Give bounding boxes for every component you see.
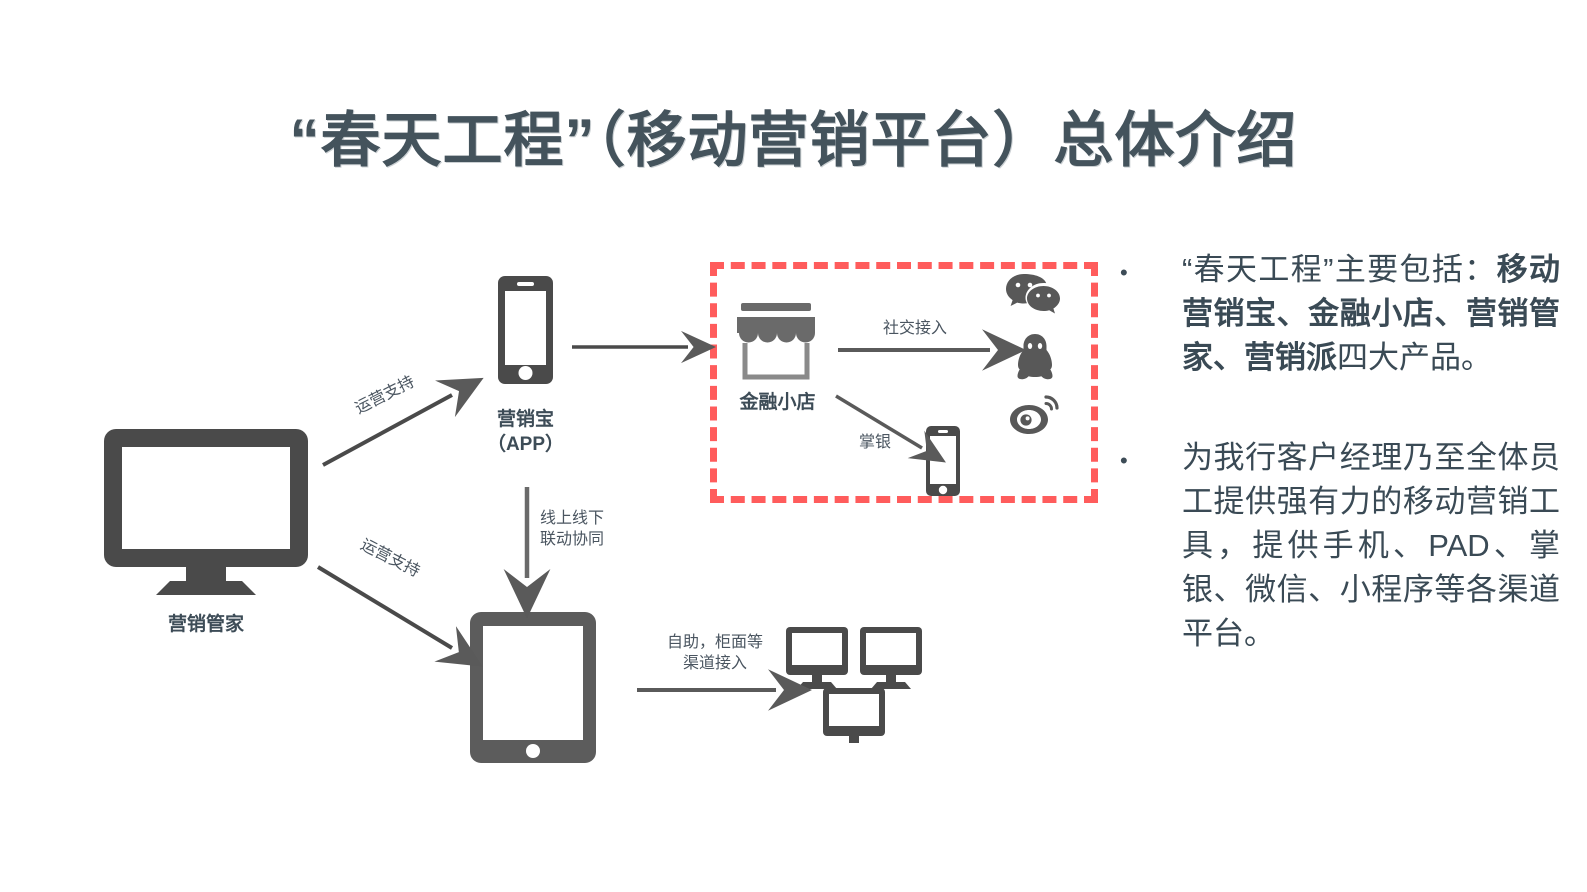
label-marketing-bao-app: （APP）: [486, 434, 565, 455]
label-ops-support-bottom: 运营支持: [357, 536, 423, 581]
monitor-cluster-icon: [786, 627, 922, 743]
summary-panel: • “春天工程”主要包括：移动营销宝、金融小店、营销管家、营销派四大产品。 • …: [1120, 248, 1560, 712]
label-marketing-bao: 营销宝: [496, 409, 554, 430]
wechat-icon: [1005, 272, 1061, 318]
label-marketing-manager: 营销管家: [167, 614, 244, 635]
bullet-marker: •: [1120, 260, 1128, 285]
list-item: • 为我行客户经理乃至全体员工提供强有力的移动营销工具，提供手机、PAD、掌银、…: [1120, 436, 1560, 656]
bullet-1-seg-1: 移动营销宝、金融小店、营销管家、营销派: [1182, 252, 1561, 375]
bullet-text-1: “春天工程”主要包括：移动营销宝、金融小店、营销管家、营销派四大产品。: [1182, 248, 1560, 380]
label-channel-access-2: 渠道接入: [682, 655, 747, 672]
weibo-icon: [1008, 395, 1060, 439]
label-ops-support-top: 运营支持: [352, 373, 418, 418]
highlight-dashed-box: [710, 262, 1098, 503]
label-financial-shop: 金融小店: [739, 392, 816, 413]
tablet-icon: [468, 610, 598, 765]
label-channel-access-1: 自助，柜面等: [666, 634, 763, 651]
qq-penguin-icon: [1015, 333, 1055, 381]
label-online-offline-2: 联动协同: [540, 531, 605, 548]
label-mobile-bank: 掌银: [858, 434, 891, 451]
list-item: • “春天工程”主要包括：移动营销宝、金融小店、营销管家、营销派四大产品。: [1120, 248, 1560, 380]
bullet-marker: •: [1120, 448, 1128, 473]
page-title: “春天工程”（移动营销平台）总体介绍: [289, 107, 1298, 174]
architecture-diagram: 营销管家 营销宝 （APP）: [100, 262, 1098, 765]
bullet-text-2: 为我行客户经理乃至全体员工提供强有力的移动营销工具，提供手机、PAD、掌银、微信…: [1182, 440, 1560, 651]
smartphone-icon: [497, 275, 554, 385]
storefront-icon: [735, 303, 817, 381]
bullet-1-seg-0: “春天工程”主要包括：: [1182, 252, 1497, 287]
mobile-bank-phone-icon: [925, 425, 961, 497]
label-social-access: 社交接入: [882, 320, 947, 337]
desktop-monitor-icon: [100, 425, 312, 595]
label-online-offline-1: 线上线下: [540, 510, 605, 527]
bullet-1-seg-2: 四大产品。: [1337, 340, 1492, 375]
